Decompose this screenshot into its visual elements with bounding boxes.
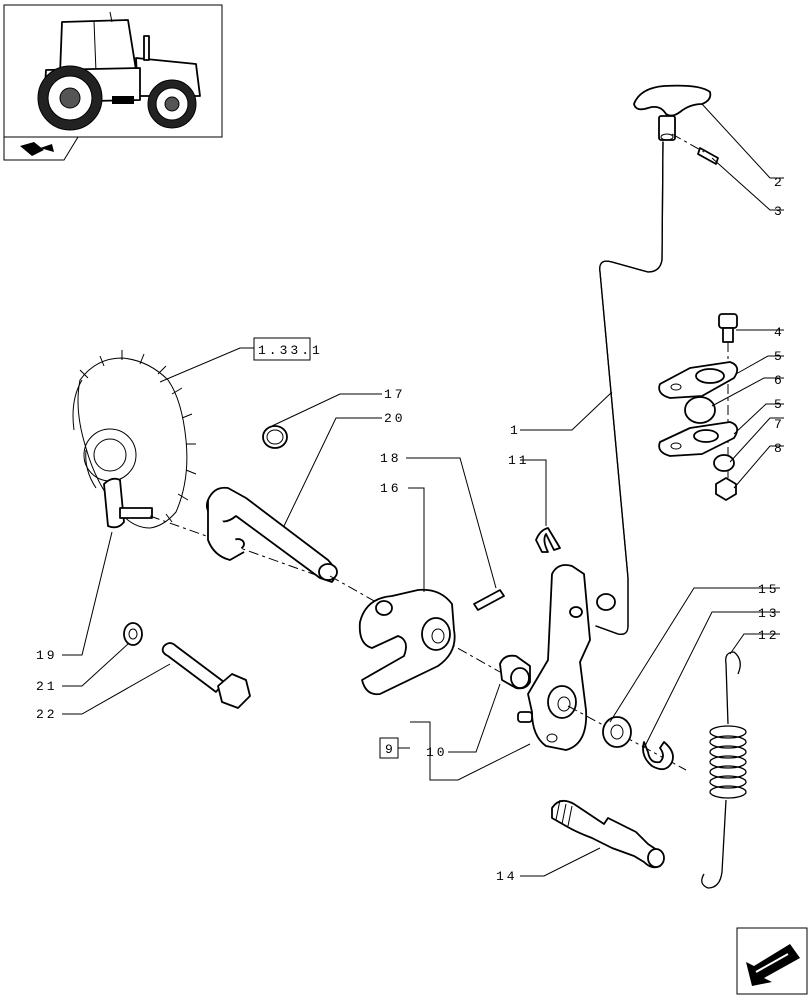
callout-2: 2: [774, 175, 785, 190]
cotter-pin-part-11: [535, 527, 561, 553]
callout-4: 4: [774, 325, 785, 340]
callout-15: 15: [758, 582, 780, 597]
lever-rod-part-1: [595, 141, 664, 635]
callout-18: 18: [380, 451, 402, 466]
callout-labels: 2 3 4 5 6 5 7 8 1 11 18 16 17 20 19 21 2…: [36, 175, 785, 884]
gear-assembly: [72, 350, 197, 529]
callout-21: 21: [36, 679, 58, 694]
callout-6: 6: [774, 373, 785, 388]
pin-part-3: [697, 147, 719, 165]
roll-pin-part-18: [473, 589, 505, 611]
washer-part-7: [713, 454, 735, 472]
callout-7: 7: [774, 417, 785, 432]
bushing-part-10: [499, 654, 531, 690]
next-page-arrow-icon[interactable]: [736, 927, 808, 995]
callout-13: 13: [758, 606, 780, 621]
callout-1: 1: [510, 423, 521, 438]
callout-8: 8: [774, 441, 785, 456]
callout-20: 20: [384, 411, 406, 426]
callout-19: 19: [36, 648, 58, 663]
callout-12: 12: [758, 628, 780, 643]
fork-part-16: [358, 588, 456, 696]
bolt-part-22: [161, 642, 251, 709]
stud-pin-part-14: [551, 799, 665, 869]
gear-teeth: [79, 350, 197, 523]
callout-14: 14: [496, 869, 518, 884]
o-ring-part-17: [262, 425, 288, 449]
part-9-reference-box[interactable]: 9: [379, 737, 399, 759]
section-marker-icon: [3, 136, 79, 161]
callout-3: 3: [774, 204, 785, 219]
tractor-thumbnail-icon: [3, 4, 223, 138]
bracket-plate-part-5b: [658, 421, 739, 457]
nut-part-8: [715, 477, 737, 501]
ball-joint-part-6: [684, 396, 716, 424]
group-reference-box[interactable]: 1.33.1: [253, 337, 323, 361]
callout-5b: 5: [774, 397, 785, 412]
callout-22: 22: [36, 707, 58, 722]
callout-16: 16: [380, 481, 402, 496]
group-reference-label: 1.33.1: [258, 343, 323, 358]
callout-11: 11: [508, 453, 530, 468]
shaft-part-20: [205, 486, 338, 583]
callout-5a: 5: [774, 349, 785, 364]
selector-part-19: [103, 477, 153, 529]
bracket-plate-part-5a: [658, 361, 739, 399]
spring-part-12: [701, 651, 747, 889]
screw-part-4: [718, 313, 738, 343]
washer-part-15: [602, 716, 632, 748]
circlip-part-13: [642, 741, 674, 771]
callout-17: 17: [384, 387, 406, 402]
callout-10: 10: [426, 745, 448, 760]
washer-part-21: [123, 622, 143, 646]
lever-plate-part-9: [517, 564, 616, 751]
handle-knob-part-2: [633, 84, 712, 141]
part-9-reference-label: 9: [385, 742, 396, 757]
leader-lines: [62, 103, 784, 877]
